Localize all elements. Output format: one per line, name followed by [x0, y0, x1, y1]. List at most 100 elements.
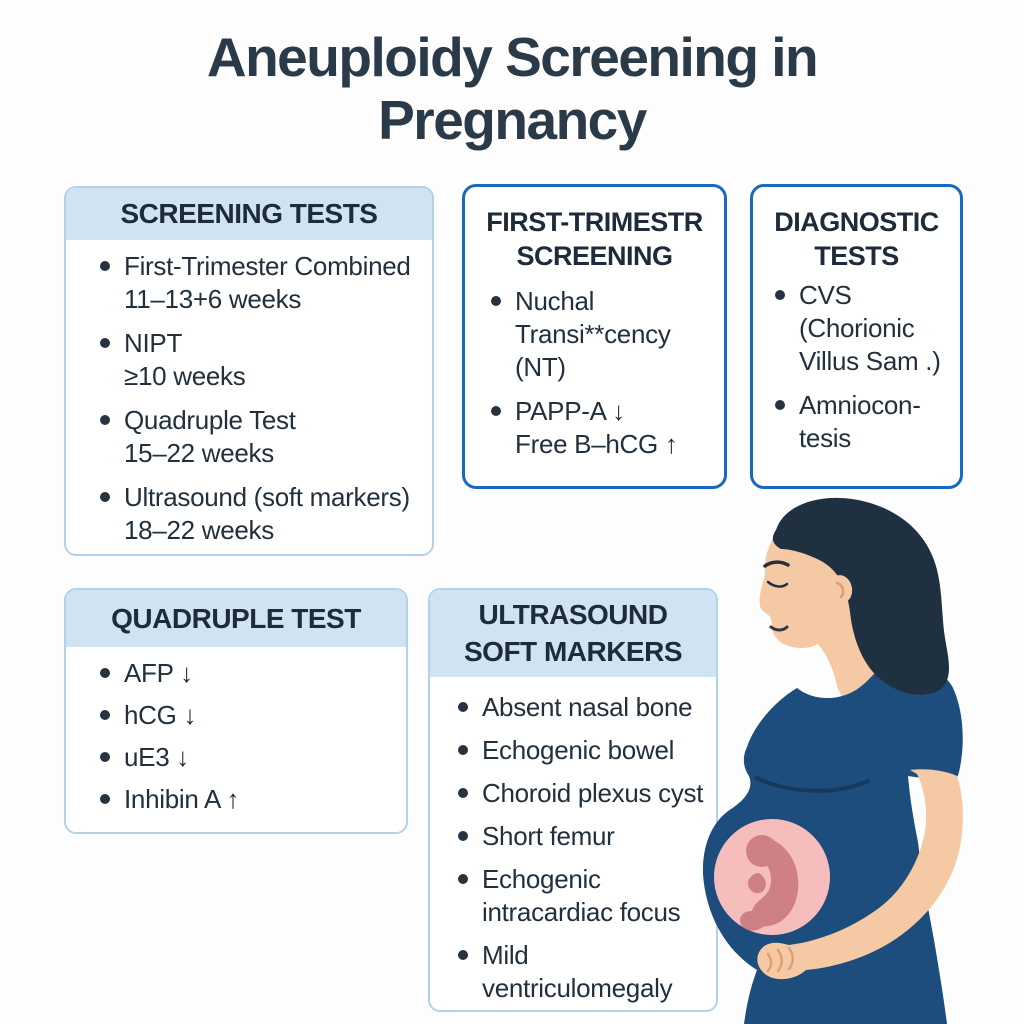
- page-title-line1: Aneuploidy Screening in: [206, 26, 819, 88]
- item-line: 15–22 weeks: [124, 438, 274, 468]
- face-skin-shape: [759, 538, 894, 710]
- bullet-dot: [100, 261, 110, 271]
- list-item: Short femur: [458, 820, 708, 853]
- item-line: Villus Sam .): [799, 346, 941, 376]
- list-item: Ultrasound (soft markers) 18–22 weeks: [100, 481, 424, 547]
- dress-fold-line: [754, 776, 870, 793]
- first-trimester-list: Nuchal Transi**cency (NT) PAPP-A ↓ Free …: [465, 273, 724, 461]
- panel-diagnostic-tests-header: DIAGNOSTIC TESTS: [753, 187, 960, 273]
- panel-screening-tests: SCREENING TESTS First-Trimester Combined…: [64, 186, 434, 556]
- bullet-dot: [491, 296, 501, 306]
- panel-diagnostic-tests: DIAGNOSTIC TESTS CVS (Chorionic Villus S…: [750, 184, 963, 489]
- page-title: Aneuploidy Screening in Pregnancy: [0, 26, 1024, 152]
- item-line: uE3 ↓: [124, 742, 189, 772]
- item-line: (Chorionic: [799, 313, 915, 343]
- item-line: Amniocon-: [799, 390, 921, 420]
- fetus-shape: [740, 835, 799, 931]
- ultrasound-list: Absent nasal bone Echogenic bowel Choroi…: [430, 677, 716, 1005]
- list-item: Echogenic intracardiac focus: [458, 863, 708, 929]
- panel-first-trimester: FIRST-TRIMESTR SCREENING Nuchal Transi**…: [462, 184, 727, 489]
- bullet-dot: [100, 794, 110, 804]
- list-item: Absent nasal bone: [458, 691, 708, 724]
- item-line: 18–22 weeks: [124, 515, 274, 545]
- item-line: Mild: [482, 940, 529, 970]
- list-item: hCG ↓: [100, 699, 398, 732]
- item-line: Quadruple Test: [124, 405, 296, 435]
- bullet-dot: [491, 406, 501, 416]
- item-line: (NT): [515, 352, 566, 382]
- item-line: Transi**cency: [515, 319, 671, 349]
- item-line: Choroid plexus cyst: [482, 778, 704, 808]
- finger-lines: [766, 946, 794, 973]
- header-line: FIRST-TRIMESTR: [486, 207, 703, 237]
- item-line: Free B–hCG ↑: [515, 429, 678, 459]
- panel-ultrasound-soft-markers: ULTRASOUND SOFT MARKERS Absent nasal bon…: [428, 588, 718, 1012]
- item-line: ventriculomegaly: [482, 973, 673, 1003]
- list-item: uE3 ↓: [100, 741, 398, 774]
- item-line: Echogenic: [482, 864, 601, 894]
- list-item: Amniocon- tesis: [775, 389, 952, 455]
- bullet-dot: [775, 400, 785, 410]
- item-line: Echogenic bowel: [482, 735, 675, 765]
- bullet-dot: [100, 492, 110, 502]
- list-item: NIPT ≥10 weeks: [100, 327, 424, 393]
- item-line: CVS: [799, 280, 852, 310]
- item-line: Absent nasal bone: [482, 692, 693, 722]
- item-line: intracardiac focus: [482, 897, 681, 927]
- quadruple-test-list: AFP ↓ hCG ↓ uE3 ↓ Inhibin A ↑: [66, 647, 406, 816]
- item-line: hCG ↓: [124, 700, 197, 730]
- bullet-dot: [458, 745, 468, 755]
- panel-quadruple-test-header: QUADRUPLE TEST: [66, 590, 406, 647]
- list-item: Nuchal Transi**cency (NT): [491, 285, 716, 384]
- bullet-dot: [458, 950, 468, 960]
- mouth-line: [769, 625, 789, 632]
- screening-tests-list: First-Trimester Combined 11–13+6 weeks N…: [66, 240, 432, 547]
- item-line: Nuchal: [515, 286, 595, 316]
- panel-first-trimester-header: FIRST-TRIMESTR SCREENING: [465, 187, 724, 273]
- header-line: SCREENING: [516, 241, 673, 271]
- item-line: PAPP-A ↓: [515, 396, 625, 426]
- bullet-dot: [458, 788, 468, 798]
- item-line: tesis: [799, 423, 851, 453]
- bullet-dot: [458, 831, 468, 841]
- list-item: Mild ventriculomegaly: [458, 939, 708, 1005]
- page-title-line2: Pregnancy: [378, 89, 647, 151]
- list-item: First-Trimester Combined 11–13+6 weeks: [100, 250, 424, 316]
- item-line: ≥10 weeks: [124, 361, 246, 391]
- closed-eye-line: [766, 580, 789, 588]
- header-line: DIAGNOSTIC: [774, 207, 939, 237]
- eyebrow-line: [763, 560, 790, 568]
- bullet-dot: [775, 290, 785, 300]
- bullet-dot: [458, 874, 468, 884]
- item-line: NIPT: [124, 328, 183, 358]
- list-item: Choroid plexus cyst: [458, 777, 708, 810]
- bullet-dot: [100, 415, 110, 425]
- item-line: AFP ↓: [124, 658, 193, 688]
- bullet-dot: [458, 702, 468, 712]
- list-item: Inhibin A ↑: [100, 783, 398, 816]
- bullet-dot: [100, 710, 110, 720]
- pregnant-woman-illustration: [690, 495, 1024, 1024]
- list-item: Echogenic bowel: [458, 734, 708, 767]
- item-line: Ultrasound (soft markers): [124, 482, 410, 512]
- header-line: TESTS: [814, 241, 899, 271]
- panel-ultrasound-header: ULTRASOUND SOFT MARKERS: [430, 590, 716, 677]
- list-item: PAPP-A ↓ Free B–hCG ↑: [491, 395, 716, 461]
- ear-inner-line: [835, 581, 845, 599]
- panel-quadruple-test: QUADRUPLE TEST AFP ↓ hCG ↓ uE3 ↓ Inhibin…: [64, 588, 408, 834]
- list-item: Quadruple Test 15–22 weeks: [100, 404, 424, 470]
- item-line: First-Trimester Combined: [124, 251, 411, 281]
- bullet-dot: [100, 668, 110, 678]
- header-line: SOFT MARKERS: [464, 636, 683, 667]
- bullet-dot: [100, 338, 110, 348]
- bullet-dot: [100, 752, 110, 762]
- item-line: 11–13+6 weeks: [124, 284, 302, 314]
- hair-shape: [772, 497, 949, 695]
- item-line: Short femur: [482, 821, 615, 851]
- header-line: ULTRASOUND: [478, 599, 668, 630]
- ear-shape: [829, 575, 853, 603]
- list-item: AFP ↓: [100, 657, 398, 690]
- diagnostic-tests-list: CVS (Chorionic Villus Sam .) Amniocon- t…: [753, 273, 960, 455]
- arm-shape: [757, 769, 963, 980]
